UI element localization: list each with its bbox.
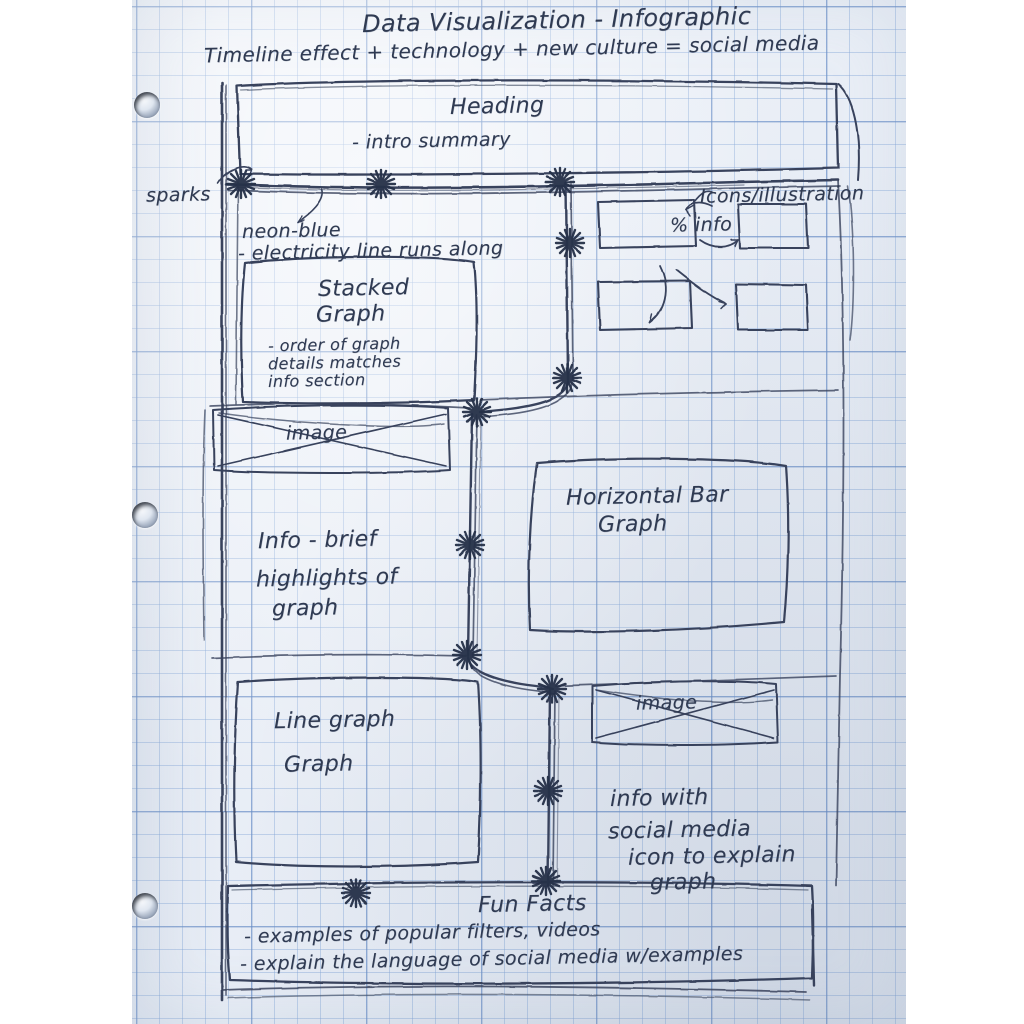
stacked-graph-note-line3: info section xyxy=(267,369,366,392)
stacked-graph-title-line2: Graph xyxy=(315,301,386,328)
info-social-line2: social media xyxy=(607,816,752,845)
icons-illustration-label: Icons/illustration xyxy=(699,182,865,208)
image-placeholder-right-label: image xyxy=(635,691,698,715)
info-brief-line1: Info - brief xyxy=(257,526,378,555)
fun-facts-title: Fun Facts xyxy=(477,890,587,919)
line-graph-title-line1: Line graph xyxy=(273,706,396,735)
hole-punch-top xyxy=(134,92,160,118)
stacked-graph-title-line1: Stacked xyxy=(317,275,410,302)
info-brief-line3: graph xyxy=(271,595,339,622)
graph-paper-sheet xyxy=(132,0,906,1024)
info-social-line1: info with xyxy=(609,784,709,813)
heading-block-title: Heading xyxy=(449,93,545,120)
info-social-line4: graph xyxy=(649,869,717,896)
horizontal-bar-graph-title-line1: Horizontal Bar xyxy=(565,482,729,511)
horizontal-bar-graph-title-line2: Graph xyxy=(597,511,668,538)
percent-info-label: % info xyxy=(669,213,733,237)
info-brief-line2: highlights of xyxy=(255,564,398,593)
sparks-label: sparks xyxy=(145,183,211,207)
heading-block-note: - intro summary xyxy=(351,128,512,154)
hole-punch-bottom xyxy=(132,893,158,919)
neon-blue-label: neon-blue xyxy=(241,218,342,244)
hole-punch-middle xyxy=(132,502,158,528)
line-graph-title-line2: Graph xyxy=(283,751,354,778)
info-social-line3: icon to explain xyxy=(627,842,797,871)
image-placeholder-left-label: image xyxy=(285,421,348,445)
paper-shading xyxy=(132,0,906,1024)
